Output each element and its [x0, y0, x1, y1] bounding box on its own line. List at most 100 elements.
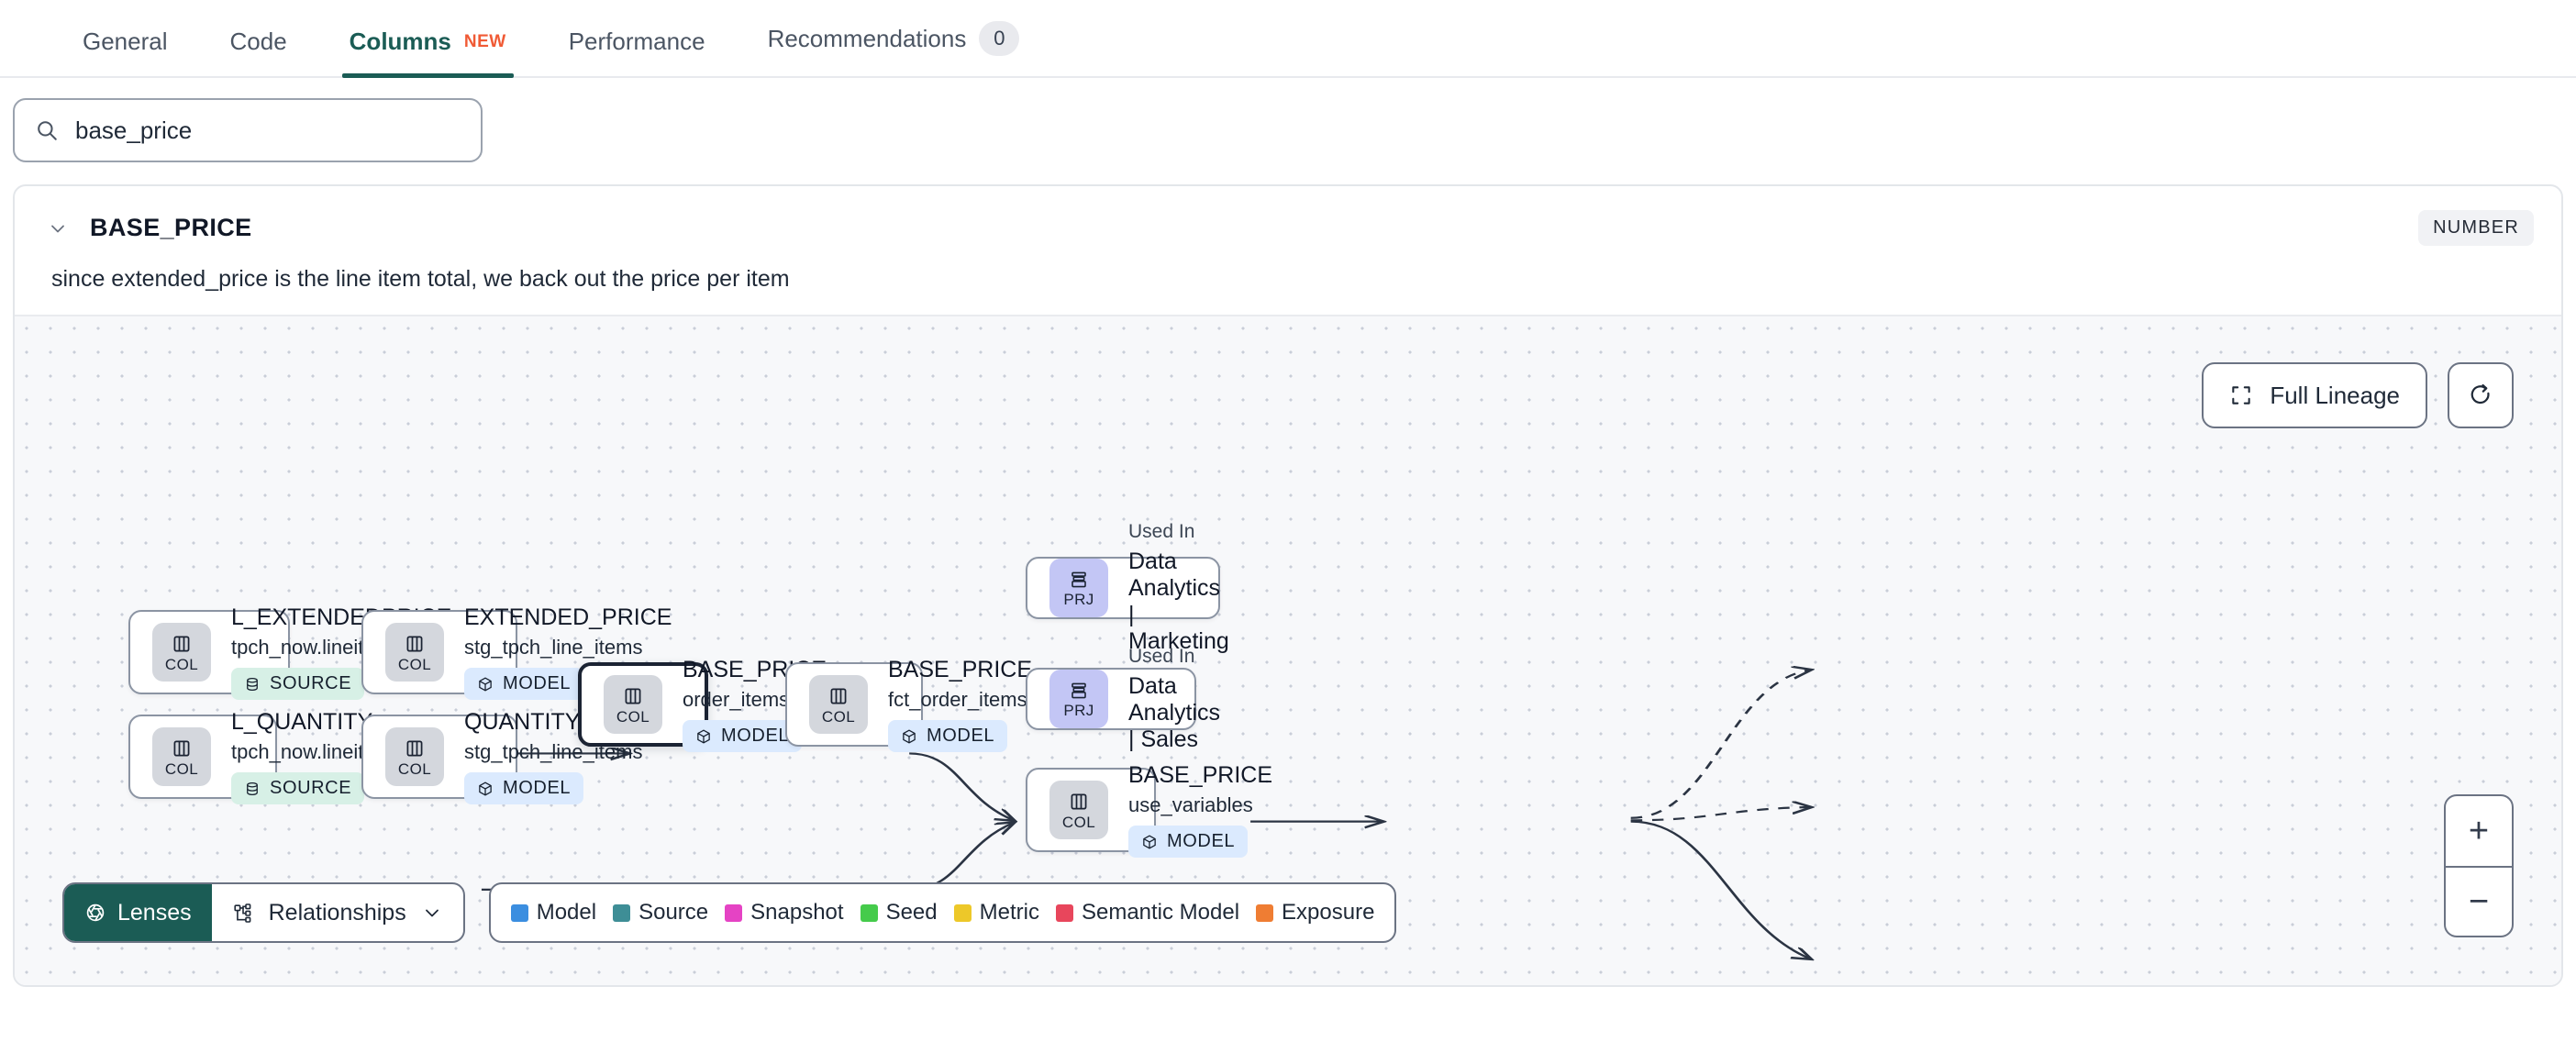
refresh-icon: [2468, 382, 2493, 408]
node-title: BASE_PRICE: [1128, 761, 1273, 788]
tab-label: Columns: [349, 28, 451, 55]
node-tag-model: MODEL: [464, 772, 584, 805]
node-tag-label: SOURCE: [270, 778, 352, 799]
node-subtitle: fct_order_items: [888, 687, 1027, 711]
legend-label: Metric: [979, 900, 1039, 925]
node-title: BASE_PRICE: [888, 656, 1033, 682]
lineage-canvas[interactable]: COL L_EXTENDEDPRICE tpch_now.lineitem SO…: [15, 315, 2561, 985]
tab-label: Performance: [568, 28, 705, 55]
node-kicker: Used In: [1128, 645, 1195, 667]
tab-label: General: [83, 28, 168, 55]
column-description: since extended_price is the line item to…: [51, 266, 790, 292]
node-subtitle: stg_tpch_line_items: [464, 635, 643, 659]
legend-swatch: [953, 903, 972, 922]
legend-label: Model: [536, 900, 597, 925]
legend-swatch: [510, 903, 528, 922]
legend-swatch: [1055, 903, 1073, 922]
full-lineage-button[interactable]: Full Lineage: [2202, 362, 2427, 428]
lineage-node-l-extendedprice[interactable]: COL L_EXTENDEDPRICE tpch_now.lineitem SO…: [128, 604, 451, 701]
column-type-badge: NUMBER: [2418, 210, 2534, 246]
col-badge-label: COL: [616, 708, 650, 726]
lineage-node-l-quantity[interactable]: COL L_QUANTITY tpch_now.lineitem SOURCE: [128, 709, 392, 805]
lenses-button[interactable]: Lenses: [64, 884, 212, 941]
legend-item-source: Source: [613, 900, 708, 926]
node-title: L_QUANTITY: [231, 708, 373, 735]
col-badge-label: COL: [1061, 814, 1096, 831]
node-title: EXTENDED_PRICE: [464, 604, 672, 630]
lineage-node-project-marketing[interactable]: PRJ Used In Data Analytics | Marketing: [1026, 521, 1229, 654]
legend-item-exposure: Exposure: [1256, 900, 1374, 926]
lineage-node-project-sales[interactable]: PRJ Used In Data Analytics | Sales: [1026, 646, 1220, 752]
legend-item-seed: Seed: [860, 900, 938, 926]
legend-item-metric: Metric: [953, 900, 1039, 926]
node-tag-label: MODEL: [503, 673, 572, 694]
node-tag-model: MODEL: [683, 720, 803, 753]
canvas-bottom-bar: Lenses Relationships: [62, 882, 1397, 943]
refresh-button[interactable]: [2448, 362, 2514, 428]
tab-recommendations[interactable]: Recommendations 0: [737, 21, 1051, 76]
prj-badge: PRJ: [1049, 559, 1108, 617]
legend-swatch: [613, 903, 631, 922]
legend-label: Exposure: [1282, 900, 1375, 925]
tab-new-badge: NEW: [463, 31, 506, 51]
canvas-top-controls: Full Lineage: [2202, 362, 2514, 428]
prj-badge-label: PRJ: [1063, 702, 1094, 719]
relationships-label: Relationships: [268, 899, 406, 926]
lineage-node-base-price-fct-order-items[interactable]: COL BASE_PRICE fct_order_items MODEL: [785, 657, 1032, 753]
col-badge-label: COL: [397, 760, 432, 778]
col-badge: COL: [152, 727, 211, 786]
legend-swatch: [1256, 903, 1274, 922]
search-input[interactable]: [75, 116, 461, 145]
tab-label: Recommendations: [767, 24, 967, 52]
col-badge: COL: [385, 727, 444, 786]
zoom-out-button[interactable]: −: [2446, 866, 2512, 936]
search-box[interactable]: [13, 98, 483, 162]
node-title: QUANTITY: [464, 708, 581, 735]
node-kicker: Used In: [1128, 521, 1195, 542]
legend-label: Source: [638, 900, 709, 925]
legend-swatch: [725, 903, 743, 922]
tab-general[interactable]: General: [51, 28, 199, 76]
aperture-icon: [84, 902, 106, 924]
col-badge: COL: [604, 675, 662, 734]
chevron-down-icon: [421, 902, 443, 924]
search-icon: [35, 118, 59, 142]
node-tag-label: MODEL: [503, 778, 572, 799]
tab-performance[interactable]: Performance: [538, 28, 737, 76]
node-tag-source: SOURCE: [231, 668, 365, 701]
full-lineage-label: Full Lineage: [2270, 381, 2400, 409]
chevron-down-icon[interactable]: [46, 216, 70, 240]
node-title: Data Analytics | Sales: [1128, 672, 1221, 752]
col-badge-label: COL: [397, 656, 432, 673]
legend-item-snapshot: Snapshot: [725, 900, 844, 926]
legend-swatch: [860, 903, 878, 922]
legend-item-model: Model: [510, 900, 597, 926]
node-tag-label: MODEL: [927, 726, 995, 747]
legend-label: Semantic Model: [1081, 900, 1240, 925]
legend-label: Snapshot: [750, 900, 844, 925]
lineage-node-base-price-use-variables[interactable]: COL BASE_PRICE use_variables MODEL: [1026, 762, 1272, 859]
col-badge: COL: [152, 623, 211, 682]
column-header: BASE_PRICE NUMBER: [15, 186, 2561, 255]
prj-badge-label: PRJ: [1063, 591, 1094, 608]
node-subtitle: use_variables: [1128, 793, 1253, 816]
column-panel: BASE_PRICE NUMBER since extended_price i…: [13, 184, 2563, 987]
recommendations-count-badge: 0: [979, 21, 1020, 56]
node-tag-model: MODEL: [1128, 826, 1249, 859]
col-badge-label: COL: [821, 708, 856, 726]
col-badge: COL: [809, 675, 868, 734]
lineage-node-extended-price[interactable]: COL EXTENDED_PRICE stg_tpch_line_items M…: [361, 604, 672, 701]
search-area: [0, 78, 2576, 184]
zoom-in-button[interactable]: +: [2468, 811, 2490, 850]
lineage-node-base-price-order-items[interactable]: COL BASE_PRICE order_items MODEL: [578, 657, 827, 753]
tab-columns[interactable]: Columns NEW: [318, 28, 538, 78]
tab-code[interactable]: Code: [199, 28, 318, 76]
node-title: Data Analytics | Marketing: [1128, 549, 1229, 654]
legend-label: Seed: [885, 900, 938, 925]
node-subtitle: order_items: [683, 687, 790, 711]
tab-label: Code: [229, 28, 287, 55]
relationships-dropdown[interactable]: Relationships: [212, 884, 463, 941]
lineage-node-quantity[interactable]: COL QUANTITY stg_tpch_line_items MODEL: [361, 709, 642, 805]
node-tag-model: MODEL: [888, 720, 1008, 753]
col-badge-label: COL: [164, 656, 199, 673]
